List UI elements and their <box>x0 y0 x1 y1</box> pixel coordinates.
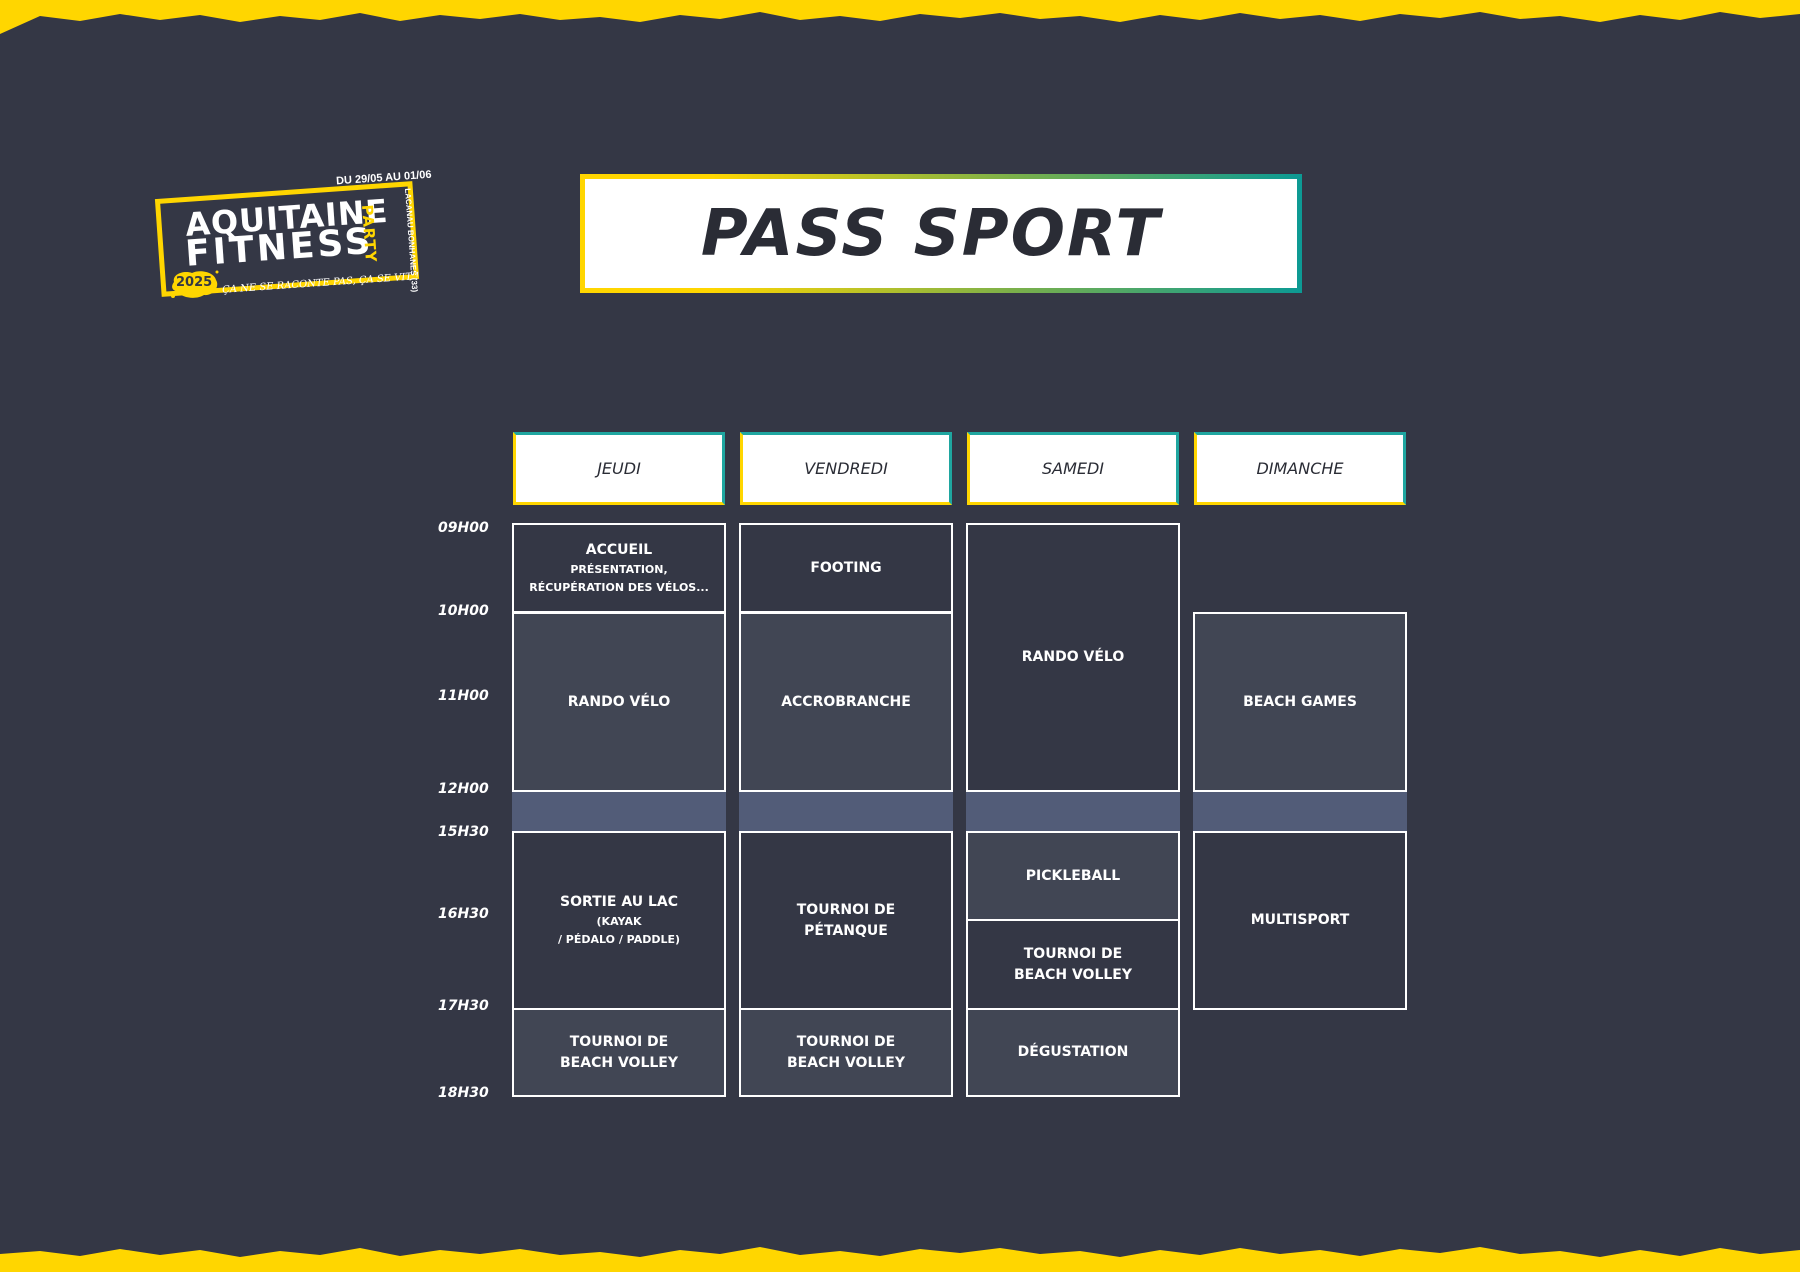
activity-petanque: TOURNOI DE PÉTANQUE <box>739 831 953 1010</box>
day-header-dimanche: DIMANCHE <box>1194 432 1406 505</box>
activity-title: DÉGUSTATION <box>1017 1044 1129 1060</box>
activity-accueil: ACCUEIL PRÉSENTATION, RÉCUPÉRATION DES V… <box>512 523 726 613</box>
logo-year-splash: 2025 <box>170 268 220 300</box>
activity-title: BEACH VOLLEY <box>787 1054 905 1071</box>
activity-rando-velo: RANDO VÉLO <box>966 523 1180 792</box>
paint-splash-icon <box>171 270 219 298</box>
activity-title: TOURNOI DE <box>569 1033 669 1050</box>
activity-title: SORTIE AU LAC <box>559 894 678 910</box>
activity-title: MULTISPORT <box>1250 912 1350 928</box>
bottom-torn-edge <box>0 1232 1800 1272</box>
title-banner: PASS SPORT <box>580 174 1302 293</box>
activity-rando-velo: RANDO VÉLO <box>512 612 726 792</box>
day-label: VENDREDI <box>804 459 888 478</box>
activity-footing: FOOTING <box>739 523 953 613</box>
activity-pickleball: PICKLEBALL <box>966 831 1180 921</box>
time-label: 18H30 <box>438 1085 489 1101</box>
activity-title: ACCUEIL <box>585 541 653 558</box>
activity-title: TOURNOI DE <box>796 901 896 918</box>
activity-title: BEACH VOLLEY <box>1014 966 1132 983</box>
activity-sortie-lac: SORTIE AU LAC (KAYAK / PÉDALO / PADDLE) <box>512 831 726 1010</box>
activity-title: RANDO VÉLO <box>1021 649 1125 665</box>
activity-beach-games: BEACH GAMES <box>1193 612 1407 792</box>
time-label: 17H30 <box>438 998 489 1014</box>
activity-detail: / PÉDALO / PADDLE) <box>557 933 681 946</box>
time-label: 10H00 <box>438 603 489 619</box>
event-logo: DU 29/05 AU 01/06 AQUITAINE FITNESS PART… <box>150 168 440 313</box>
activity-title: BEACH VOLLEY <box>560 1054 678 1071</box>
activity-title: ACCROBRANCHE <box>781 693 911 710</box>
activity-detail: RÉCUPÉRATION DES VÉLOS... <box>529 580 709 594</box>
activity-title: RANDO VÉLO <box>567 693 671 710</box>
activity-title: TOURNOI DE <box>1023 945 1123 962</box>
time-label: 16H30 <box>438 906 489 922</box>
time-label: 09H00 <box>438 520 489 536</box>
break-band <box>1193 792 1407 832</box>
day-label: DIMANCHE <box>1256 459 1344 478</box>
activity-accrobranche: ACCROBRANCHE <box>739 612 953 792</box>
activity-title: PICKLEBALL <box>1025 867 1121 884</box>
time-label: 12H00 <box>438 781 489 797</box>
activity-beach-volley: TOURNOI DE BEACH VOLLEY <box>966 919 1180 1010</box>
activity-title: TOURNOI DE <box>796 1033 896 1050</box>
break-band <box>739 792 953 832</box>
activity-title: FOOTING <box>810 559 882 576</box>
activity-title: PÉTANQUE <box>804 922 888 939</box>
activity-degustation: DÉGUSTATION <box>966 1008 1180 1097</box>
activity-beach-volley: TOURNOI DE BEACH VOLLEY <box>512 1008 726 1097</box>
day-label: SAMEDI <box>1041 459 1105 478</box>
day-header-vendredi: VENDREDI <box>740 432 952 505</box>
time-label: 15H30 <box>438 824 489 840</box>
activity-title: BEACH GAMES <box>1243 693 1357 710</box>
top-torn-edge <box>0 0 1800 40</box>
day-header-jeudi: JEUDI <box>513 432 725 505</box>
time-label: 11H00 <box>438 688 489 704</box>
activity-multisport: MULTISPORT <box>1193 831 1407 1010</box>
day-header-samedi: SAMEDI <box>967 432 1179 505</box>
break-band <box>966 792 1180 832</box>
logo-year-text: 2025 <box>176 275 213 290</box>
activity-detail: PRÉSENTATION, <box>570 562 668 576</box>
page-title: PASS SPORT <box>700 196 1162 271</box>
activity-detail: (KAYAK <box>596 915 642 928</box>
day-label: JEUDI <box>597 459 641 478</box>
activity-beach-volley: TOURNOI DE BEACH VOLLEY <box>739 1008 953 1097</box>
break-band <box>512 792 726 832</box>
